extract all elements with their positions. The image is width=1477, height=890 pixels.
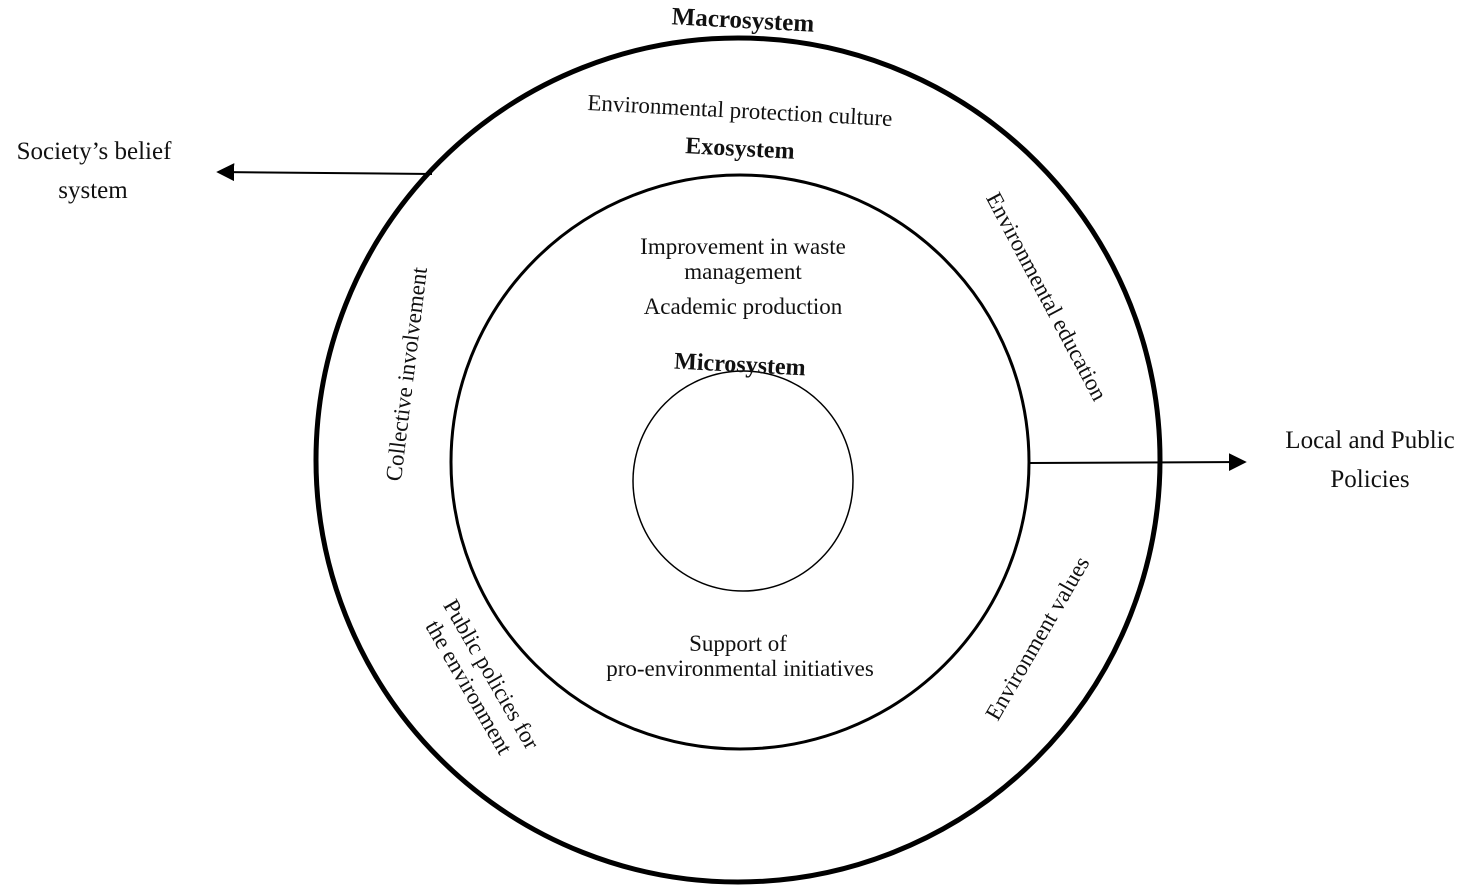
local-public-policies-label-line2: Policies [1330, 466, 1409, 493]
waste-management-label-line2: management [684, 259, 802, 284]
local-public-policies-label-line1: Local and Public [1285, 427, 1454, 454]
exosystem-ring [449, 173, 1031, 751]
belief-system-arrow [216, 163, 433, 182]
support-initiatives-label-line2: pro-environmental initiatives [606, 656, 874, 681]
environmental-education-label: Environmental education [981, 188, 1112, 405]
support-initiatives-label-line1: Support of [689, 631, 787, 656]
belief-system-label-line2: system [58, 177, 128, 204]
environmental-protection-culture-label: Environmental protection culture [587, 90, 893, 131]
macrosystem-title: Macrosystem [671, 3, 815, 37]
microsystem-title: Microsystem [674, 349, 807, 382]
waste-management-label-line1: Improvement in waste [640, 234, 846, 259]
exosystem-title: Exosystem [685, 133, 796, 165]
environment-values-label: Environment values [980, 552, 1094, 724]
collective-involvement-label: Collective involvement [381, 265, 432, 482]
academic-production-label: Academic production [644, 294, 843, 319]
microsystem-ring [632, 370, 854, 592]
local-policies-arrow [1029, 453, 1247, 472]
public-policies-label: Public policies for the environment [421, 595, 545, 759]
belief-system-label-line1: Society’s belief [17, 138, 172, 165]
macrosystem-ring [313, 35, 1163, 885]
